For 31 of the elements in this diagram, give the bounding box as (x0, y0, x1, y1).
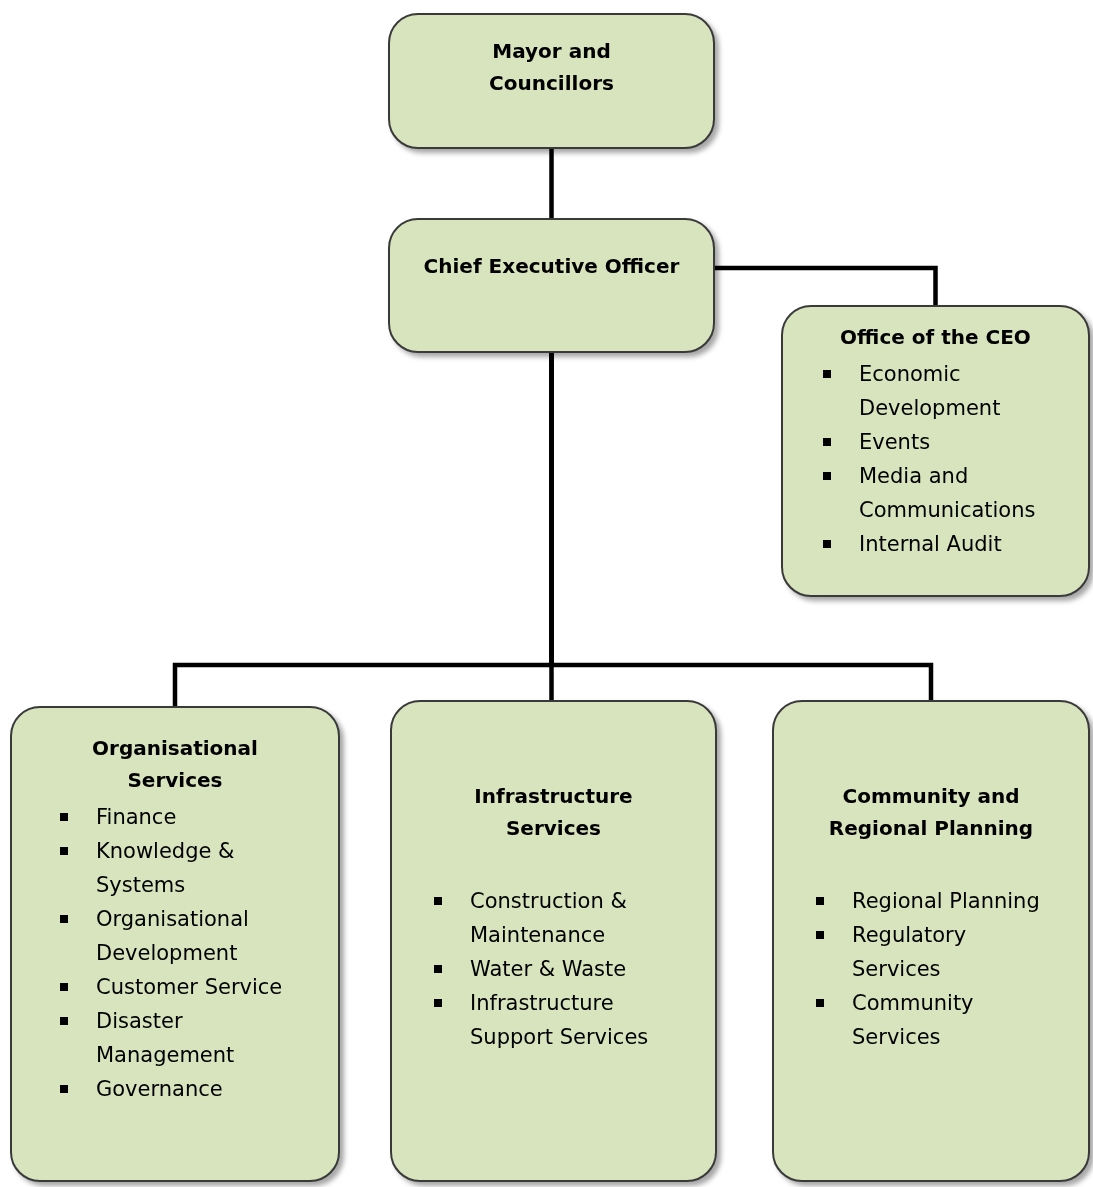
bullet-item: Knowledge & Systems (96, 838, 236, 900)
unit-title: Mayor and Councillors (489, 38, 614, 97)
bullet-item: Infrastructure Support Services (470, 990, 650, 1052)
bullet-item: Media and Communications (859, 463, 1037, 525)
bullet-item: Regional Planning (852, 888, 1040, 915)
bullet-item: Events (859, 429, 931, 457)
bullet-item: Economic Development (859, 361, 1002, 422)
unit-title: Infrastructure Services (473, 783, 634, 842)
bullet-item: Finance (96, 804, 177, 831)
bullet-item: Regulatory Services (852, 922, 968, 984)
unit-title: Organisational Services (91, 735, 259, 794)
unit-title: Office of the CEO (840, 324, 1031, 351)
unit-title: Chief Executive Officer (423, 253, 680, 280)
bullet-item: Organisational Development (96, 906, 250, 968)
org-box (388, 13, 715, 149)
bullet-item: Internal Audit (859, 531, 1002, 559)
org-box (388, 218, 715, 353)
org-box (781, 305, 1090, 597)
bullet-item: Community Services (852, 990, 975, 1052)
org-box (390, 700, 717, 1182)
org-box (10, 706, 340, 1182)
connector-line (549, 149, 554, 218)
unit-title: Community and Regional Planning (827, 783, 1035, 842)
bullet-item: Construction & Maintenance (470, 888, 628, 949)
bullet-item: Water & Waste (470, 956, 627, 984)
connector-line (549, 353, 934, 700)
connector-line (715, 265, 938, 305)
bullet-item: Governance (96, 1076, 223, 1104)
bullet-item: Disaster Management (96, 1008, 236, 1070)
bullet-item: Customer Service (96, 974, 283, 1002)
org-box (772, 700, 1090, 1182)
